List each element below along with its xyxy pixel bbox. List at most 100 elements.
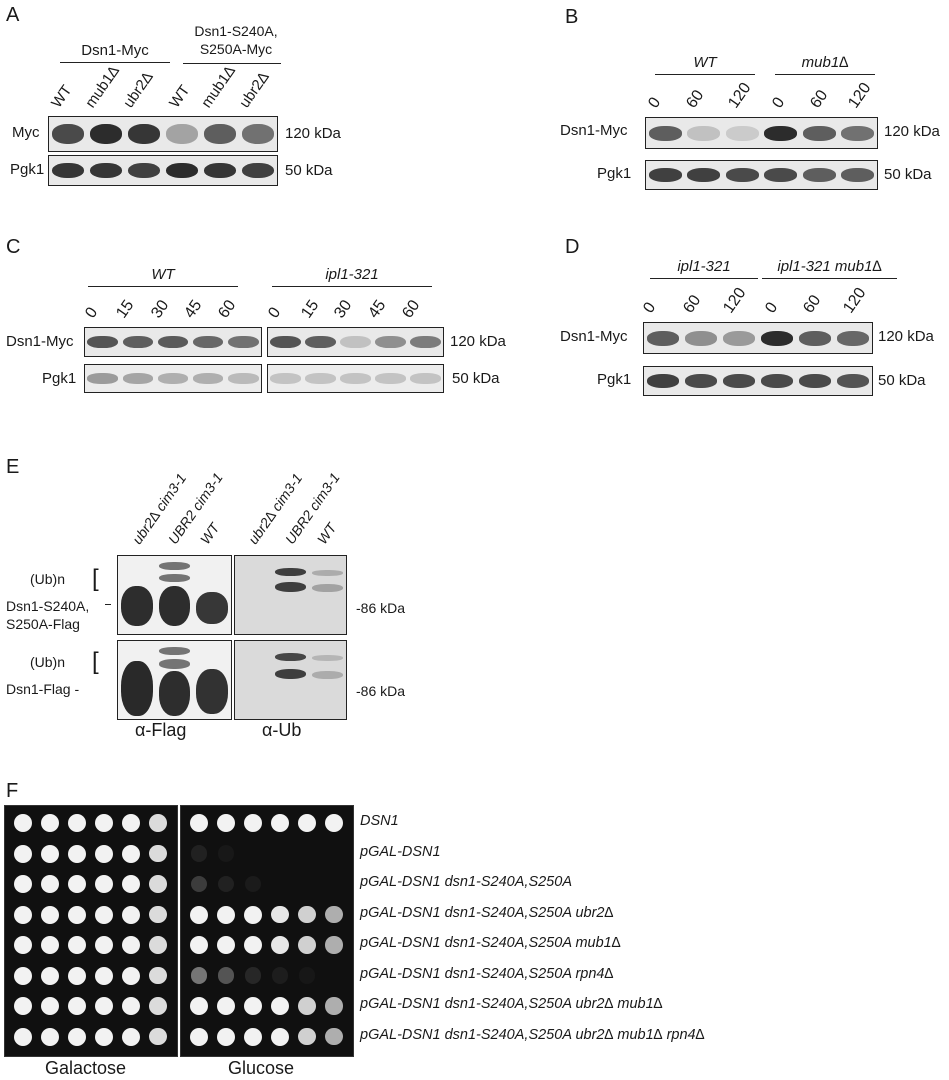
- blot-band: [89, 162, 123, 179]
- blot-band: [687, 125, 721, 141]
- lane-label: 0: [762, 299, 782, 317]
- colony-spot: [41, 905, 59, 924]
- colony-spot: [14, 814, 32, 832]
- lane-label: WT: [313, 519, 340, 547]
- panel-d-pgk1-blot: [643, 366, 873, 396]
- colony-spot: [298, 936, 316, 954]
- blot-band: [648, 168, 682, 182]
- blot-band: [725, 168, 759, 182]
- panel-d-group2: ipl1-321 mub1∆: [762, 258, 897, 279]
- colony-spot: [122, 966, 140, 985]
- panel-a-row2-label: Pgk1: [10, 161, 45, 178]
- colony-spot: [95, 966, 113, 985]
- strain-label: pGAL-DSN1 dsn1-S240A,S250A: [360, 874, 572, 890]
- lane-label: mub1∆: [198, 62, 239, 111]
- blot-band: [305, 335, 336, 349]
- colony-spot: [244, 936, 262, 954]
- colony-spot: [122, 875, 140, 893]
- blot-band: [157, 373, 189, 384]
- blot-band: [51, 162, 85, 179]
- lane-label: 0: [265, 304, 285, 322]
- panel-e-row2-bracket: [: [92, 648, 99, 675]
- colony-spot: [122, 997, 140, 1015]
- blot-band: [158, 659, 191, 669]
- panel-f-glucose-plate: [180, 805, 354, 1057]
- panel-a-pgk1-blot: [48, 155, 278, 186]
- colony-spot: [41, 844, 59, 863]
- colony-spot: [217, 814, 235, 832]
- panel-e-row1-bracket: [: [92, 565, 99, 592]
- lane-label: WT: [48, 82, 76, 111]
- panel-f-galactose-plate: [4, 805, 178, 1057]
- colony-spot: [190, 905, 208, 924]
- colony-spot: [95, 997, 113, 1015]
- strain-label: pGAL-DSN1 dsn1-S240A,S250A ubr2∆ mub1∆ r…: [360, 1026, 705, 1043]
- panel-c-ipl1-pgk1-blot: [267, 364, 444, 393]
- lane-label: 0: [769, 94, 789, 112]
- panel-b-dsn1myc-blot: [645, 117, 878, 149]
- colony-spot: [14, 966, 32, 985]
- colony-spot: [217, 997, 235, 1015]
- panel-a-row1-size: 120 kDa: [285, 125, 341, 142]
- colony-spot: [325, 936, 343, 954]
- blot-band: [722, 330, 756, 346]
- blot-band: [89, 123, 123, 145]
- colony-spot: [271, 1027, 289, 1046]
- colony-spot: [244, 905, 262, 924]
- panel-a-myc-blot: [48, 116, 278, 152]
- panel-d-label: D: [565, 236, 580, 258]
- colony-spot: [190, 997, 208, 1015]
- blot-band: [841, 168, 875, 182]
- colony-spot: [325, 814, 343, 832]
- panel-b-row1-label: Dsn1-Myc: [560, 122, 628, 139]
- blot-band: [760, 374, 794, 388]
- colony-spot: [122, 905, 140, 924]
- colony-spot: [244, 875, 262, 893]
- blot-band: [158, 574, 191, 582]
- blot-band: [274, 568, 307, 576]
- blot-band: [802, 125, 836, 141]
- panel-a-row1-label: Myc: [12, 124, 40, 141]
- colony-spot: [41, 875, 59, 893]
- colony-spot: [41, 1027, 59, 1046]
- colony-spot: [271, 997, 289, 1015]
- colony-spot: [244, 814, 262, 832]
- blot-band: [121, 661, 153, 716]
- panel-e-row2-size: -86 kDa: [356, 683, 406, 699]
- blot-band: [311, 671, 344, 679]
- lane-label: WT: [166, 82, 194, 111]
- lane-label: 120: [725, 79, 755, 112]
- colony-spot: [244, 967, 262, 984]
- colony-spot: [122, 814, 140, 832]
- blot-band: [203, 162, 237, 179]
- panel-d-row1-size: 120 kDa: [878, 328, 934, 345]
- panel-b-row2-size: 50 kDa: [884, 166, 932, 183]
- colony-spot: [41, 997, 59, 1015]
- colony-spot: [217, 875, 235, 893]
- blot-band: [127, 123, 161, 145]
- panel-c-row2-size: 50 kDa: [452, 370, 500, 387]
- lane-label: 0: [640, 299, 660, 317]
- panel-d-row1-label: Dsn1-Myc: [560, 328, 628, 345]
- panel-b-row1-size: 120 kDa: [884, 123, 940, 140]
- colony-spot: [41, 814, 59, 832]
- panel-d-row2-label: Pgk1: [597, 371, 632, 388]
- panel-f-glucose-label: Glucose: [228, 1058, 295, 1078]
- colony-spot: [190, 967, 208, 984]
- colony-spot: [68, 966, 86, 985]
- colony-spot: [325, 997, 343, 1015]
- blot-band: [798, 330, 832, 346]
- colony-spot: [298, 905, 316, 924]
- panel-d-dsn1myc-blot: [643, 322, 873, 354]
- panel-b-label: B: [565, 6, 579, 28]
- panel-b-pgk1-blot: [645, 160, 878, 190]
- colony-spot: [122, 1027, 140, 1046]
- colony-spot: [95, 936, 113, 954]
- colony-spot: [122, 936, 140, 954]
- blot-band: [375, 335, 406, 349]
- lane-label: 60: [683, 87, 708, 112]
- blot-band: [193, 335, 224, 349]
- colony-spot: [95, 875, 113, 893]
- blot-band: [165, 123, 199, 145]
- blot-band: [305, 373, 336, 384]
